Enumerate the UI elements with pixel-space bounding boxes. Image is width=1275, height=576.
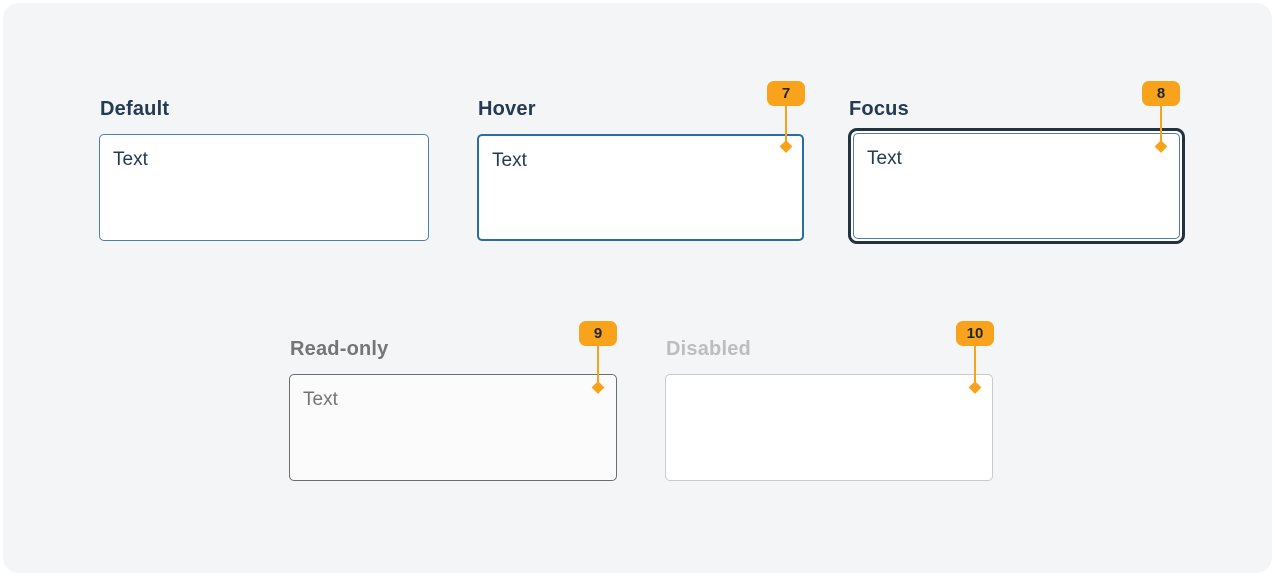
textarea-readonly[interactable]: Text [289, 374, 617, 481]
annotation-badge-10: 10 [956, 321, 994, 346]
state-card-hover: Hover Text [477, 97, 804, 241]
state-label-default: Default [100, 98, 170, 120]
textarea-disabled [665, 374, 993, 481]
annotation-badge-9: 9 [579, 321, 617, 346]
annotation-leader-line-10 [974, 346, 976, 388]
state-card-focus: Focus Text [848, 97, 1185, 244]
state-label-hover: Hover [478, 98, 536, 120]
annotation-badge-8: 8 [1142, 81, 1180, 106]
state-card-readonly: Read-only Text [289, 337, 617, 481]
textarea-default[interactable]: Text [99, 134, 429, 241]
state-card-disabled: Disabled [665, 337, 993, 481]
state-label-readonly: Read-only [290, 338, 389, 360]
state-label-focus: Focus [849, 98, 909, 120]
textarea-hover[interactable]: Text [477, 134, 804, 241]
states-canvas: Default Text Hover Text Focus Text Read-… [3, 3, 1272, 573]
annotation-leader-line-7 [785, 106, 787, 147]
annotation-badge-7: 7 [767, 81, 805, 106]
annotation-leader-line-9 [597, 346, 599, 388]
focus-ring: Text [848, 128, 1185, 244]
annotation-leader-line-8 [1160, 106, 1162, 147]
textarea-focus[interactable]: Text [853, 133, 1180, 239]
state-label-disabled: Disabled [666, 338, 751, 360]
state-card-default: Default Text [99, 97, 429, 241]
